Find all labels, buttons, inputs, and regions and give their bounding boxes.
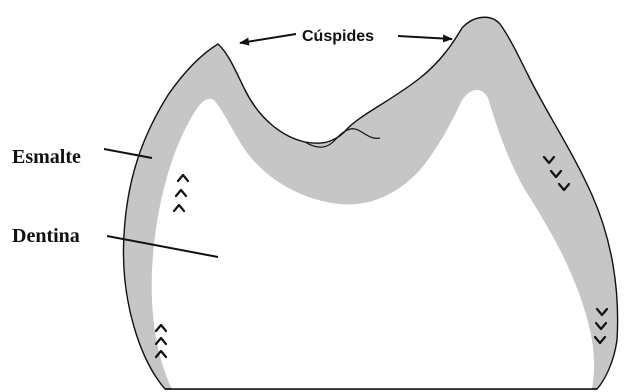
esmalte-label: Esmalte	[12, 146, 81, 168]
cusp-arrow-right	[398, 36, 452, 39]
cuspides-label: Cúspides	[302, 28, 374, 45]
cusp-arrow-left	[240, 34, 296, 43]
dentina-label: Dentina	[12, 225, 80, 247]
